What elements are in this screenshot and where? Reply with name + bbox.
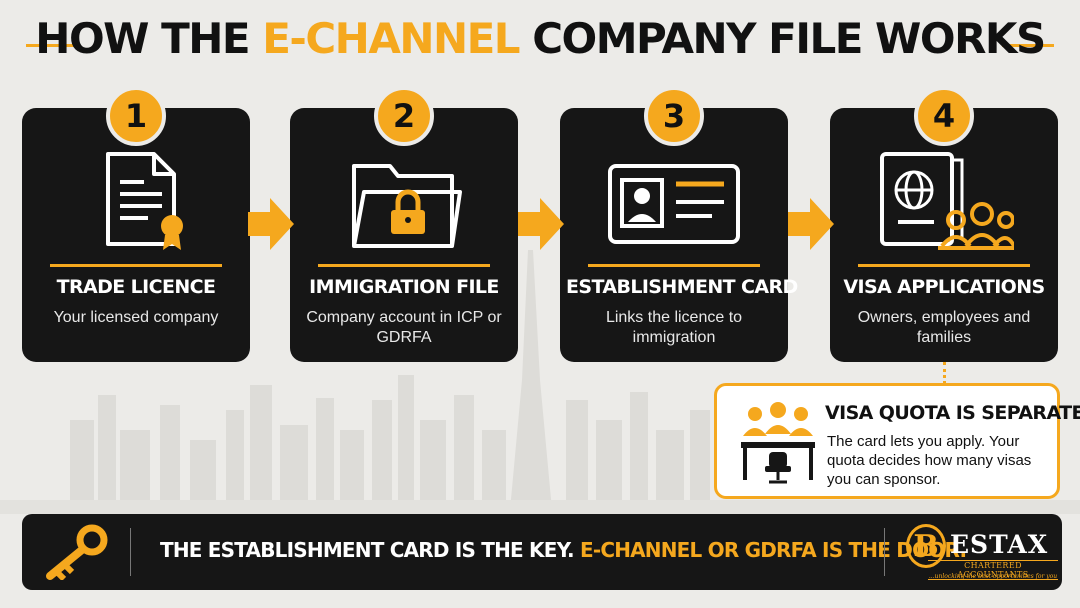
step-2-title: IMMIGRATION FILE bbox=[309, 276, 499, 298]
arrow-right-icon bbox=[788, 198, 834, 250]
callout-connector bbox=[943, 362, 946, 384]
title-part-2: COMPANY FILE WORKS bbox=[519, 14, 1046, 63]
step-3-title: ESTABLISHMENT CARD bbox=[566, 276, 798, 298]
footer-text-accent: E-CHANNEL OR GDRFA IS THE DOOR. bbox=[579, 538, 967, 562]
step-card-establishment-card: ESTABLISHMENT CARD Links the licence to … bbox=[560, 108, 798, 362]
logo-name: ESTAX bbox=[950, 530, 1049, 559]
step-4-description: Owners, employees and families bbox=[857, 309, 1031, 346]
title-part-1: HOW THE bbox=[35, 14, 263, 63]
arrow-right-icon bbox=[248, 198, 294, 250]
logo-mark: B bbox=[906, 524, 946, 568]
step-card-visa-applications: VISA APPLICATIONS Owners, employees and … bbox=[830, 108, 1058, 362]
step-3-description: Links the licence to immigration bbox=[605, 309, 743, 346]
logo-subtitle: CHARTERED ACCOUNTANTS bbox=[928, 560, 1058, 580]
footer-divider-right bbox=[884, 528, 885, 576]
document-certificate-icon bbox=[106, 152, 183, 250]
quota-title: VISA QUOTA IS SEPARATE bbox=[825, 402, 1080, 424]
visa-quota-callout: VISA QUOTA IS SEPARATE The card lets you… bbox=[714, 383, 1080, 499]
card-divider bbox=[588, 264, 760, 267]
step-1-title: TRADE LICENCE bbox=[56, 276, 216, 298]
card-divider bbox=[318, 264, 490, 267]
id-card-icon bbox=[608, 164, 740, 244]
footer-message: THE ESTABLISHMENT CARD IS THE KEY. E-CHA… bbox=[160, 538, 967, 562]
page-title: HOW THE E-CHANNEL COMPANY FILE WORKS bbox=[0, 14, 1080, 63]
card-divider bbox=[50, 264, 222, 267]
folder-lock-icon bbox=[352, 164, 462, 248]
footer-banner: THE ESTABLISHMENT CARD IS THE KEY. E-CHA… bbox=[22, 514, 1062, 590]
people-desk-icon bbox=[741, 402, 815, 484]
passport-people-icon bbox=[880, 152, 1014, 250]
title-decoration-left bbox=[26, 44, 78, 47]
step-2-number: 2 bbox=[374, 86, 434, 146]
step-1-description: Your licensed company bbox=[53, 309, 219, 326]
step-3-number: 3 bbox=[644, 86, 704, 146]
card-divider bbox=[858, 264, 1030, 267]
step-card-immigration-file: IMMIGRATION FILE Company account in ICP … bbox=[290, 108, 518, 362]
title-accent: E-CHANNEL bbox=[262, 14, 520, 63]
logo-tagline: ...unlocking the best opportunities for … bbox=[928, 573, 1058, 580]
step-2-description: Company account in ICP or GDRFA bbox=[306, 309, 502, 346]
arrow-right-icon bbox=[518, 198, 564, 250]
step-card-trade-licence: TRADE LICENCE Your licensed company bbox=[22, 108, 250, 362]
step-1-number: 1 bbox=[106, 86, 166, 146]
key-icon bbox=[46, 524, 108, 580]
title-decoration-right bbox=[1002, 44, 1054, 47]
footer-text-part-1: THE ESTABLISHMENT CARD IS THE KEY. bbox=[160, 538, 580, 562]
step-4-number: 4 bbox=[914, 86, 974, 146]
quota-text: The card lets you apply. Your quota deci… bbox=[827, 433, 1032, 488]
company-logo: B ESTAX CHARTERED ACCOUNTANTS ...unlocki… bbox=[900, 518, 1060, 586]
footer-divider-left bbox=[130, 528, 131, 576]
step-4-title: VISA APPLICATIONS bbox=[843, 276, 1045, 298]
